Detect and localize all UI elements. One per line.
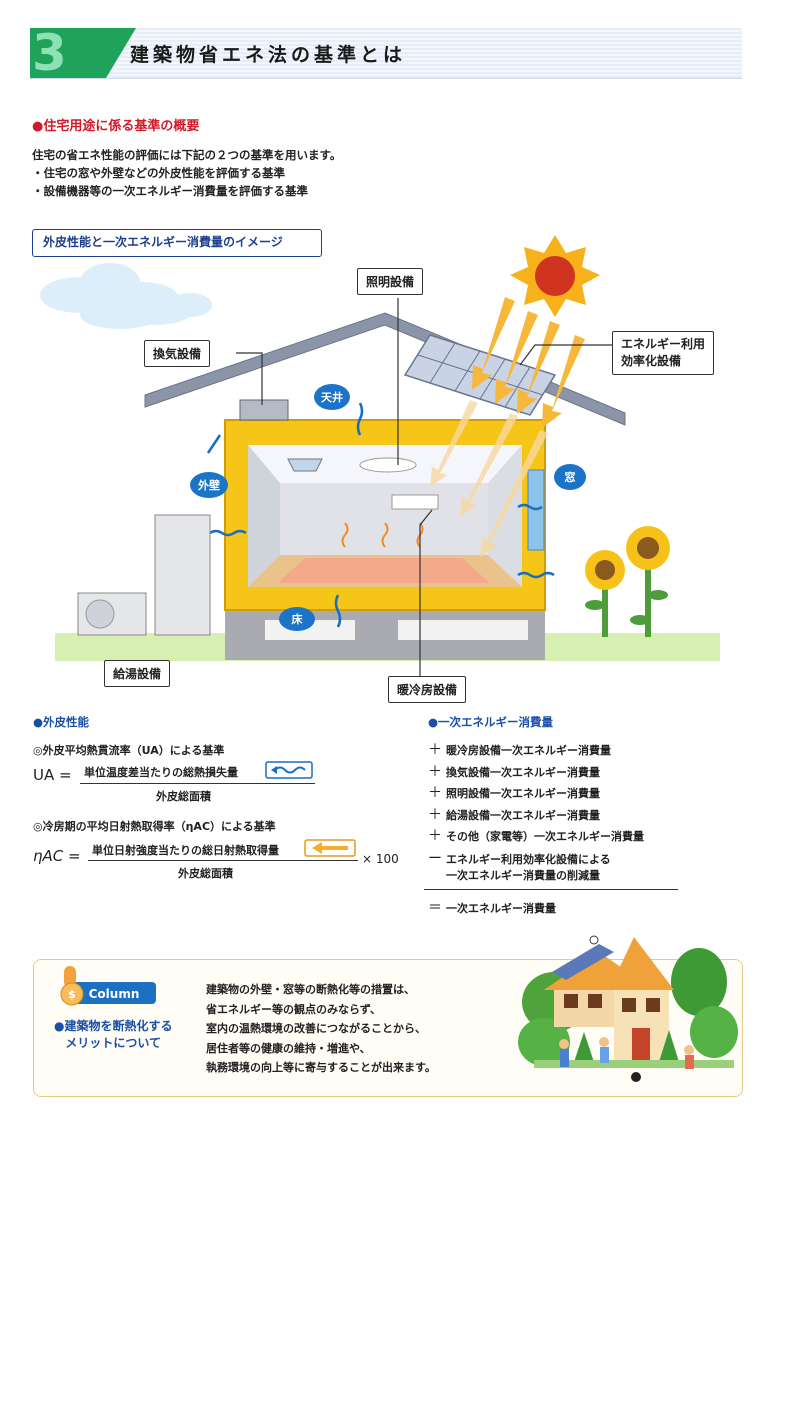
list-text: 換気設備一次エネルギー消費量: [446, 765, 600, 779]
list-text: 照明設備一次エネルギー消費量: [446, 787, 600, 801]
column-title-line: メリットについて: [65, 1036, 162, 1050]
eta-title: ◎冷房期の平均日射熱取得率（ηAC）による基準: [33, 820, 276, 833]
label-hot-water: 給湯設備: [104, 660, 171, 687]
column-body-line: 居住者等の健康の維持・増進や、: [206, 1041, 371, 1055]
sunlight-arrows-icon: [472, 297, 585, 428]
page-title: 建築物省エネ法の基準とは: [130, 44, 407, 66]
area-badges: [190, 384, 586, 631]
list-sign: ＋: [428, 742, 442, 758]
eta-numerator: 単位日射強度当たりの総日射熱取得量: [92, 844, 279, 857]
list-item: ＋ 給湯設備一次エネルギー消費量: [428, 805, 644, 827]
sun-icon: [510, 235, 600, 317]
section-heading: ●住宅用途に係る基準の概要: [32, 119, 200, 134]
column-badge: $ Column: [60, 966, 156, 1006]
header-accent: [106, 28, 136, 78]
eta-multiplier: × 100: [362, 852, 399, 866]
list-item: ＋ 照明設備一次エネルギー消費量: [428, 783, 644, 805]
heat-loss-arrow-icon: [265, 761, 313, 779]
label-lighting: 照明設備: [357, 268, 424, 295]
intro-line: 住宅の省エネ性能の評価には下記の２つの基準を用います。: [32, 148, 342, 162]
list-item: ーエネルギー利用効率化設備による: [428, 851, 644, 868]
family-house-illustration: [518, 935, 738, 1082]
section-number: 3: [30, 28, 106, 78]
list-sign: ー: [428, 850, 442, 867]
heat-flow-arrows-icon: [206, 402, 555, 628]
column-title: ●建築物を断熱化する メリットについて: [54, 1018, 172, 1052]
list-sign: ＋: [428, 806, 442, 823]
column-body: 建築物の外壁・窓等の断熱化等の措置は、 省エネルギー等の観点のみならず、 室内の…: [206, 980, 436, 1078]
list-text: 暖冷房設備一次エネルギー消費量: [446, 744, 611, 757]
solar-gain-arrow-icon: [304, 839, 356, 857]
intro-line: ・設備機器等の一次エネルギー消費量を評価する基準: [32, 184, 308, 198]
cloud-icon: [40, 263, 212, 329]
primary-result: ＝ 一次エネルギー消費量: [428, 897, 556, 917]
ua-fraction-bar: [80, 783, 315, 784]
badge-window: 窓: [565, 470, 576, 484]
intro-line: ・住宅の窓や外壁などの外皮性能を評価する基準: [32, 166, 285, 180]
list-text: エネルギー利用効率化設備による: [446, 852, 611, 866]
primary-sum-line: [424, 889, 678, 890]
column-body-line: 省エネルギー等の観点のみならず、: [206, 1002, 382, 1016]
section-header: 3 建築物省エネ法の基準とは: [30, 28, 742, 79]
result-sign: ＝: [428, 900, 442, 916]
image-title-box: 外皮性能と一次エネルギー消費量のイメージ: [32, 229, 322, 257]
envelope-heading: ●外皮性能: [33, 715, 90, 729]
list-item: ＋ その他（家電等）一次エネルギー消費量: [428, 826, 644, 848]
result-text: 一次エネルギー消費量: [446, 902, 556, 915]
eta-symbol: ηAC =: [33, 847, 81, 865]
badge-ceiling: 天井: [321, 390, 343, 404]
column-title-line: ●建築物を断熱化する: [54, 1019, 173, 1033]
column-body-line: 建築物の外壁・窓等の断熱化等の措置は、: [206, 983, 415, 996]
pointing-hand-icon: [64, 966, 76, 988]
list-sign: ＋: [428, 785, 442, 802]
ua-denominator: 外皮総面積: [156, 790, 211, 803]
label-ventilation: 換気設備: [144, 340, 211, 367]
list-text: 給湯設備一次エネルギー消費量: [446, 808, 600, 822]
svg-text:$: $: [68, 988, 76, 1001]
list-sign: ＋: [428, 828, 442, 845]
list-item: ＋ 暖冷房設備一次エネルギー消費量: [428, 740, 644, 762]
air-conditioner-icon: [391, 494, 439, 510]
eta-denominator: 外皮総面積: [178, 867, 233, 880]
list-text: 一次エネルギー消費量の削減量: [446, 868, 600, 882]
label-hvac: 暖冷房設備: [388, 676, 467, 703]
roof: [144, 312, 626, 426]
intro-text: 住宅の省エネ性能の評価には下記の２つの基準を用います。 ・住宅の窓や外壁などの外…: [32, 146, 341, 200]
list-text: その他（家電等）一次エネルギー消費量: [446, 830, 644, 844]
primary-heading: ●一次エネルギー消費量: [428, 715, 554, 729]
ua-numerator: 単位温度差当たりの総熱損失量: [84, 766, 238, 779]
label-efficiency-line: エネルギー利用: [621, 337, 706, 351]
badge-wall: 外壁: [197, 478, 220, 492]
ceiling-light-icon: [359, 457, 417, 473]
column-box: $ Column ●建築物を断熱化する メリットについて 建築物の外壁・窓等の断…: [33, 935, 743, 1097]
ua-title: ◎外皮平均熱貫流率（UA）による基準: [33, 744, 225, 757]
column-badge-label: Column: [89, 987, 140, 1001]
house-diagram: 天井 外壁 窓 床: [40, 235, 720, 680]
list-sign: ＋: [428, 763, 442, 780]
ua-symbol: UA =: [33, 766, 72, 784]
ventilation-unit-icon: [239, 399, 289, 421]
column-body-line: 執務環境の向上等に寄与することが出来ます。: [206, 1061, 436, 1074]
list-item: ＋ 換気設備一次エネルギー消費量: [428, 762, 644, 784]
eta-fraction-bar: [88, 860, 358, 861]
badge-floor: 床: [292, 612, 304, 626]
sunflower-icon: [585, 526, 670, 637]
water-heater-tank-icon: [154, 514, 211, 636]
column-body-line: 室内の温熱環境の改善につながることから、: [206, 1022, 426, 1035]
primary-list: ＋ 暖冷房設備一次エネルギー消費量 ＋ 換気設備一次エネルギー消費量 ＋ 照明設備一次…: [428, 740, 644, 884]
vent-icon: [287, 458, 323, 472]
label-efficiency-line: 効率化設備: [621, 354, 682, 368]
label-efficiency: エネルギー利用 効率化設備: [612, 331, 715, 375]
